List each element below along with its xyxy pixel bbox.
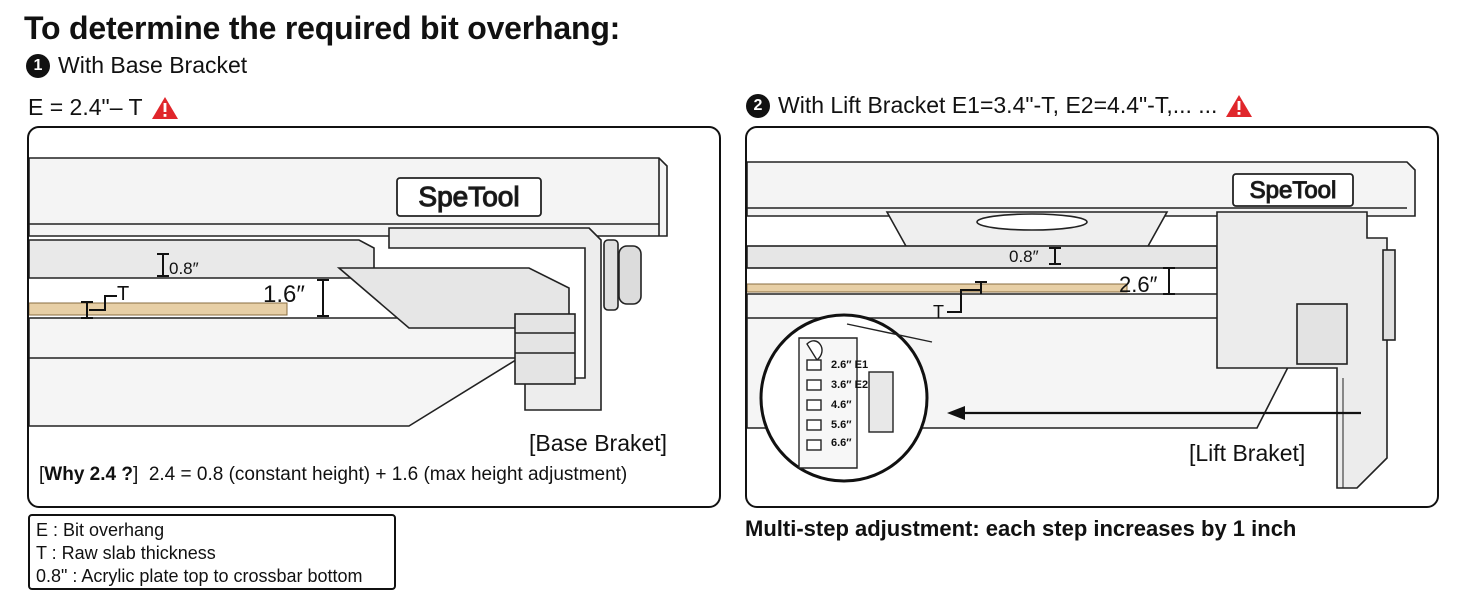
why-text: 2.4 = 0.8 (constant height) + 1.6 (max h…: [148, 464, 628, 485]
dim-max-label: 1.6″: [263, 281, 305, 308]
step-2-heading: 2 With Lift Bracket E1=3.4"-T, E2=4.4"-T…: [746, 92, 1253, 119]
why-label: Why 2.4 ?: [44, 464, 133, 485]
wood-slab: [29, 302, 288, 316]
legend-item-t: T : Raw slab thickness: [36, 543, 216, 563]
lift-bracket-illustration: SpeTool 0.8″ 2.6″ T: [747, 161, 1416, 489]
brand-badge: [396, 177, 542, 217]
why-explanation: [Why 2.4 ?] 2.4 = 0.8 (constant height) …: [39, 464, 627, 486]
step-label-5: 6.6″: [831, 437, 852, 449]
numbered-circle-icon: 1: [26, 53, 50, 78]
dim-crossbar-label: 0.8″: [1009, 247, 1039, 266]
step-2-label: With Lift Bracket E1=3.4"-T, E2=4.4"-T,.…: [778, 92, 1218, 118]
base-bracket-label: [Base Braket]: [529, 430, 668, 456]
step-1-formula: E = 2.4"– T: [28, 94, 179, 121]
arrowhead-icon: [947, 406, 965, 420]
why-bracket-open: [: [39, 464, 45, 485]
warning-triangle-icon: [151, 96, 178, 119]
lift-bracket-panel: SpeTool 0.8″ 2.6″ T: [745, 126, 1439, 508]
warning-triangle-icon: [1226, 94, 1253, 117]
step-label-1: 2.6″ E1: [831, 359, 868, 371]
brand-logo: SpeTool: [1250, 177, 1337, 204]
brand-logo: SpeTool: [418, 181, 519, 212]
base-bracket-panel: SpeTool 0.8″ 1.6″ T [Base Braket] [Why 2…: [27, 126, 721, 508]
legend-item-offset: 0.8" : Acrylic plate top to crossbar bot…: [36, 566, 363, 586]
legend-box: E : Bit overhang T : Raw slab thickness …: [28, 514, 396, 590]
brand-badge: [1232, 173, 1354, 207]
wood-slab: [747, 283, 1128, 293]
lift-bracket-label: [Lift Braket]: [1189, 440, 1306, 466]
dim-t-label: T: [117, 283, 129, 305]
step-1-label: With Base Bracket: [58, 52, 248, 78]
multi-step-note: Multi-step adjustment: each step increas…: [745, 516, 1297, 541]
page-title: To determine the required bit overhang:: [24, 10, 621, 46]
dim-t-label: T: [933, 302, 944, 322]
step-1-heading: 1 With Base Bracket: [26, 52, 247, 79]
step-label-4: 5.6″: [831, 419, 852, 431]
step-label-3: 4.6″: [831, 399, 852, 411]
dim-crossbar-label: 0.8″: [169, 259, 199, 278]
base-bracket-illustration: SpeTool 0.8″ 1.6″ T: [29, 157, 668, 427]
dim-max-label: 2.6″: [1119, 272, 1158, 297]
formula-text: E = 2.4"– T: [28, 94, 143, 120]
why-bracket-close: ]: [132, 464, 139, 485]
step-label-2: 3.6″ E2: [831, 379, 868, 391]
numbered-circle-icon: 2: [746, 93, 770, 118]
legend-item-e: E : Bit overhang: [36, 520, 165, 540]
